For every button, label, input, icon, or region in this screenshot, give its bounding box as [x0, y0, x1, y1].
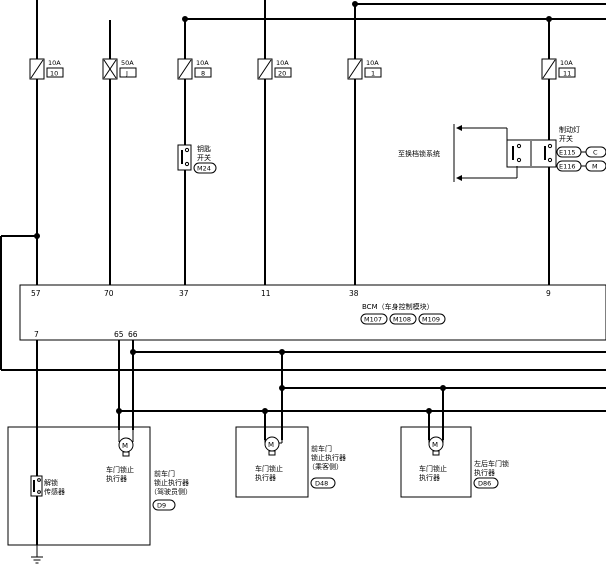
brake-switch-label: 制动灯 — [559, 125, 580, 134]
bcm-pin: 57 — [31, 289, 41, 298]
bcm-module: 57 70 37 11 38 9 7 65 66 BCM（车身控制模块） M10… — [19, 284, 606, 341]
fuse-11: 10A 11 — [541, 58, 576, 80]
rear-left-door-assembly: M 车门锁止 执行器 左后车门锁 执行器 D86 — [400, 426, 509, 498]
bcm-pin: 66 — [128, 330, 138, 339]
connector-label: E116 — [559, 163, 576, 171]
fuse-rating: 10A — [366, 59, 379, 67]
actuator-label: 车门锁止 — [106, 465, 134, 474]
fuse-rating: 10A — [560, 59, 573, 67]
actuator-label: 执行器 — [106, 474, 127, 483]
fuse-id: 10 — [50, 70, 58, 78]
actuator-name: （驾驶员侧） — [150, 487, 192, 496]
motor-symbol: M — [432, 441, 438, 449]
shift-lock-label: 至换档锁系统 — [398, 149, 440, 158]
bcm-pin: 38 — [349, 289, 359, 298]
key-switch-label: 开关 — [197, 153, 211, 162]
connector-label: D86 — [478, 480, 491, 488]
connector-label: M24 — [197, 165, 211, 173]
connector-label: M108 — [393, 316, 411, 324]
actuator-label: 执行器 — [255, 473, 276, 482]
fuse-1: 10A 1 — [347, 58, 382, 80]
actuator-label: 车门锁止 — [255, 464, 283, 473]
bcm-pin: 65 — [114, 330, 124, 339]
unlock-sensor-label: 传感器 — [44, 487, 65, 496]
fuse-8: 10A 8 — [177, 58, 212, 80]
key-switch: 钥匙 开关 M24 — [177, 144, 217, 174]
actuator-name: （乘客侧） — [308, 462, 343, 471]
driver-door-assembly: 解锁 传感器 M 车门锁止 执行器 前车门 锁止执行器 （驾驶员侧） D9 — [7, 426, 192, 546]
ground-icon — [31, 545, 43, 564]
bcm-pin: 9 — [546, 289, 551, 298]
connector-tag: C — [593, 149, 598, 157]
bcm-pin: 7 — [34, 330, 39, 339]
fuse-rating: 10A — [276, 59, 289, 67]
actuator-name: 锁止执行器 — [154, 478, 189, 487]
connector-label: M109 — [422, 316, 440, 324]
motor-symbol: M — [122, 442, 128, 450]
bcm-pin: 70 — [104, 289, 114, 298]
fuse-id: 8 — [201, 70, 205, 78]
fuse-rating: 50A — [121, 59, 134, 67]
actuator-name: 左后车门锁 — [474, 459, 509, 468]
actuator-label: 车门锁止 — [419, 464, 447, 473]
fuse-rating: 10A — [196, 59, 209, 67]
junction-dot — [116, 408, 122, 414]
brake-lamp-switch: 制动灯 开关 E115 E116 C M — [506, 125, 606, 172]
actuator-name: 前车门 — [154, 469, 175, 478]
key-switch-label: 钥匙 — [197, 144, 211, 153]
connector-label: D9 — [157, 502, 166, 510]
actuator-name: 执行器 — [474, 468, 495, 477]
actuator-name: 锁止执行器 — [311, 453, 346, 462]
connector-label: E115 — [559, 149, 576, 157]
junction-dot — [130, 349, 136, 355]
connector-label: M107 — [364, 316, 382, 324]
fuse-J: 50A J — [102, 58, 137, 80]
junction-dot — [34, 233, 40, 239]
bcm-title: BCM（车身控制模块） — [362, 302, 434, 311]
actuator-name: 前车门 — [311, 444, 332, 453]
bcm-pin: 11 — [261, 289, 271, 298]
fuse-id: 1 — [371, 70, 375, 78]
motor-symbol: M — [268, 441, 274, 449]
bcm-pin: 37 — [179, 289, 189, 298]
fuse-id: J — [125, 70, 128, 78]
passenger-door-assembly: M 车门锁止 执行器 前车门 锁止执行器 （乘客侧） D48 — [235, 426, 346, 498]
fuse-20: 10A 20 — [257, 58, 292, 80]
brake-switch-label: 开关 — [559, 134, 573, 143]
fuse-10: 10A 10 — [29, 58, 64, 80]
connector-label: D48 — [315, 480, 328, 488]
actuator-label: 执行器 — [419, 473, 440, 482]
connector-tag: M — [592, 163, 598, 171]
unlock-sensor-label: 解锁 — [44, 478, 58, 487]
shift-lock-branch: 至换档锁系统 — [398, 124, 518, 182]
fuse-id: 20 — [278, 70, 286, 78]
fuse-id: 11 — [563, 70, 571, 78]
junction-dot — [279, 385, 285, 391]
fuse-rating: 10A — [48, 59, 61, 67]
